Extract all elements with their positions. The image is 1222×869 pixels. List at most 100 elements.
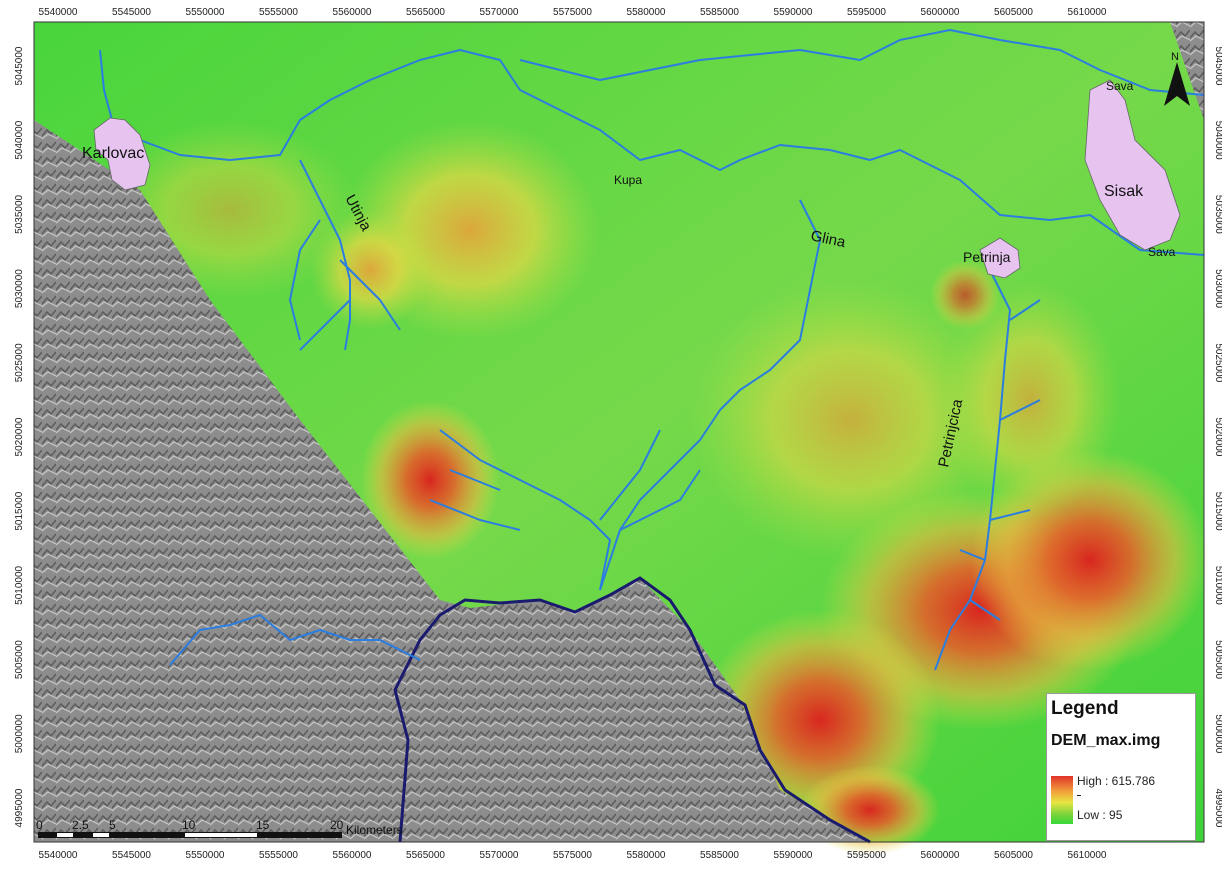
kupa-label: Kupa (614, 173, 642, 187)
legend-high-value: High : 615.786 (1077, 774, 1156, 788)
glina-river (599, 199, 821, 591)
tick-label: 5590000 (774, 850, 813, 861)
tick-label: 5590000 (774, 7, 813, 18)
tick-label: 5570000 (480, 7, 519, 18)
legend-mid-tick (1077, 795, 1081, 796)
karlovac-urban[interactable] (93, 117, 151, 191)
kupa-river (99, 49, 1205, 256)
tick-label: 5555000 (259, 850, 298, 861)
sisak-label: Sisak (1104, 183, 1144, 200)
tick-label: 5595000 (847, 850, 886, 861)
tick-label: 5575000 (553, 850, 592, 861)
tick-label: 5020000 (14, 417, 25, 456)
tick-label: 5600000 (921, 850, 960, 861)
tick-label: 5600000 (921, 7, 960, 18)
hill-zone (930, 260, 1000, 330)
y-ticks-right: 5045000504000050350005030000502500050200… (1213, 47, 1222, 828)
scale-label: 0 (36, 818, 43, 832)
tick-label: 5045000 (14, 46, 25, 85)
karlovac-label: Karlovac (82, 145, 144, 162)
utinja-tributaries (289, 219, 401, 351)
tick-label: 5035000 (14, 194, 25, 233)
boundary-river (169, 614, 421, 666)
scale-segment (38, 832, 56, 838)
tick-label: 5555000 (259, 7, 298, 18)
tick-label: 5585000 (700, 850, 739, 861)
hill-zone (360, 400, 500, 560)
sava-river (519, 29, 1205, 96)
river-network (99, 29, 1205, 671)
tick-label: 5580000 (627, 850, 666, 861)
tick-label: 5550000 (186, 7, 225, 18)
tick-label: 5545000 (112, 850, 151, 861)
hill-zone (690, 280, 1010, 560)
scale-segment (258, 832, 342, 838)
legend-layer-name: DEM_max.img (1051, 732, 1161, 749)
scale-label: 5 (109, 818, 116, 832)
svg-text:N: N (1171, 51, 1179, 63)
tick-label: 5595000 (847, 7, 886, 18)
tick-label: 5570000 (480, 850, 519, 861)
sisak-urban[interactable] (1084, 79, 1181, 251)
scale-label: 2.5 (72, 818, 89, 832)
tick-label: 5565000 (406, 850, 445, 861)
scale-segment (110, 832, 184, 838)
legend-color-ramp (1051, 776, 1073, 824)
tick-label: 5020000 (1213, 418, 1222, 457)
tick-label: 5565000 (406, 7, 445, 18)
tick-label: 4995000 (14, 788, 25, 827)
north-arrow: N (1164, 51, 1190, 106)
hill-zone (940, 280, 1120, 520)
tick-label: 5010000 (14, 565, 25, 604)
scale-units: Kilometers (346, 823, 403, 837)
tick-label: 5580000 (627, 7, 666, 18)
tick-label: 5025000 (1213, 343, 1222, 382)
tick-label: 5575000 (553, 7, 592, 18)
tick-label: 5005000 (14, 640, 25, 679)
sava-label-east: Sava (1148, 245, 1176, 259)
tick-label: 5560000 (333, 7, 372, 18)
tick-label: 5030000 (14, 269, 25, 308)
petrinja-urban[interactable] (979, 237, 1021, 279)
tick-label: 5005000 (1213, 640, 1222, 679)
tick-label: 5540000 (39, 7, 78, 18)
hillshade-area (1170, 22, 1204, 120)
scale-bar: 0 2.5 5 10 15 20 Kilometers (36, 818, 416, 850)
scale-label: 15 (256, 818, 270, 832)
tick-label: 5605000 (994, 7, 1033, 18)
tick-label: 5010000 (1213, 566, 1222, 605)
tick-label: 5560000 (333, 850, 372, 861)
scale-label: 10 (182, 818, 196, 832)
scale-segment (74, 832, 92, 838)
y-ticks-left: 5045000 5040000 5035000 5030000 5025000 50200… (14, 46, 25, 827)
legend-low-value: Low : 95 (1077, 808, 1123, 822)
tick-label: 5000000 (14, 714, 25, 753)
legend-title: Legend (1051, 698, 1119, 719)
state-border (393, 576, 871, 844)
map-border (33, 21, 1205, 843)
tick-label: 4995000 (1213, 789, 1222, 828)
scale-label: 20 (330, 818, 344, 832)
tick-label: 5040000 (1213, 121, 1222, 160)
tick-label: 5015000 (1213, 492, 1222, 531)
tick-label: 5015000 (14, 491, 25, 530)
hillshade-area (34, 120, 870, 842)
tick-label: 5000000 (1213, 714, 1222, 753)
tick-label: 5025000 (14, 343, 25, 382)
scale-segment (92, 832, 110, 838)
tick-label: 5040000 (14, 120, 25, 159)
tick-label: 5585000 (700, 7, 739, 18)
scale-segment (56, 832, 74, 838)
petrinjcica-river (934, 269, 1041, 671)
tick-label: 5550000 (186, 850, 225, 861)
petrinja-label: Petrinja (963, 249, 1011, 265)
tick-label: 5610000 (1068, 850, 1107, 861)
tick-label: 5610000 (1068, 7, 1107, 18)
tick-label: 5030000 (1213, 269, 1222, 308)
tick-label: 5045000 (1213, 47, 1222, 86)
sava-label-north: Sava (1106, 79, 1134, 93)
